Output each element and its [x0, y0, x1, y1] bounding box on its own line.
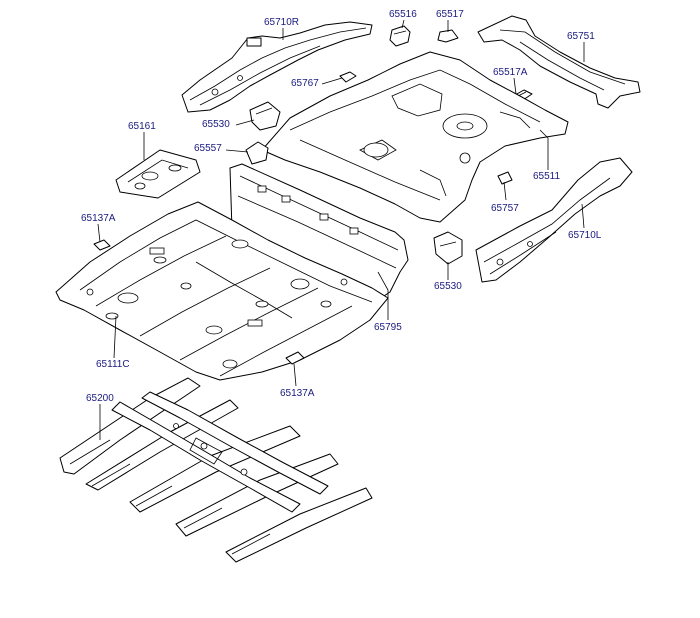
callout-65751[interactable]: 65751 [567, 31, 595, 42]
callout-65161[interactable]: 65161 [128, 121, 156, 132]
rear-cross-member-65751[interactable] [477, 15, 641, 109]
callout-65710L[interactable]: 65710L [568, 230, 602, 241]
callout-65795[interactable]: 65795 [374, 322, 402, 333]
part-65757[interactable] [497, 171, 513, 185]
leader-65511 [539, 129, 549, 170]
bracket-65530-top[interactable] [249, 101, 281, 131]
leader-65517A [513, 77, 517, 95]
callout-65557[interactable]: 65557 [194, 143, 222, 154]
callout-65517A[interactable]: 65517A [493, 67, 528, 78]
leader-65757 [503, 181, 507, 201]
callout-65517[interactable]: 65517 [436, 9, 464, 20]
leader-65137A-left [97, 223, 101, 243]
callout-65200[interactable]: 65200 [86, 393, 114, 404]
leader-65530-top [235, 119, 255, 126]
callout-65137A-left[interactable]: 65137A [81, 213, 116, 224]
leader-65516 [401, 19, 405, 29]
leader-65710L [581, 203, 585, 229]
rear-side-member-left[interactable] [475, 157, 633, 283]
leader-lines [97, 19, 585, 440]
bracket-65137A-left[interactable] [93, 239, 111, 251]
bracket-65516[interactable] [389, 25, 411, 47]
leader-65137A-bottom [293, 363, 297, 387]
clip-65767[interactable] [339, 71, 357, 83]
bracket-65530-right[interactable] [433, 231, 463, 265]
callout-65111C[interactable]: 65111C [96, 359, 130, 370]
callout-65767[interactable]: 65767 [291, 78, 319, 89]
callout-65511[interactable]: 65511 [533, 171, 561, 182]
callout-65137A-bottom[interactable]: 65137A [280, 388, 315, 399]
rear-floor-panel-65511[interactable] [261, 51, 569, 223]
leader-65795 [377, 271, 389, 320]
callout-65710R[interactable]: 65710R [264, 17, 300, 28]
leader-65557 [225, 149, 249, 153]
front-floor-panel-65111C[interactable] [55, 201, 389, 381]
plate-65517[interactable] [437, 29, 459, 43]
bracket-65137A-bottom[interactable] [285, 351, 305, 365]
leader-65111C [113, 315, 117, 359]
floor-frame-65200[interactable] [59, 377, 373, 563]
callout-65516[interactable]: 65516 [389, 9, 417, 20]
callout-65530-right[interactable]: 65530 [434, 281, 462, 292]
callout-65530-top[interactable]: 65530 [202, 119, 230, 130]
rear-side-member-right[interactable] [181, 21, 373, 113]
callout-65757[interactable]: 65757 [491, 203, 519, 214]
seat-support-65161[interactable] [115, 149, 201, 199]
member-65557[interactable] [245, 141, 269, 165]
leader-65767 [321, 77, 343, 85]
